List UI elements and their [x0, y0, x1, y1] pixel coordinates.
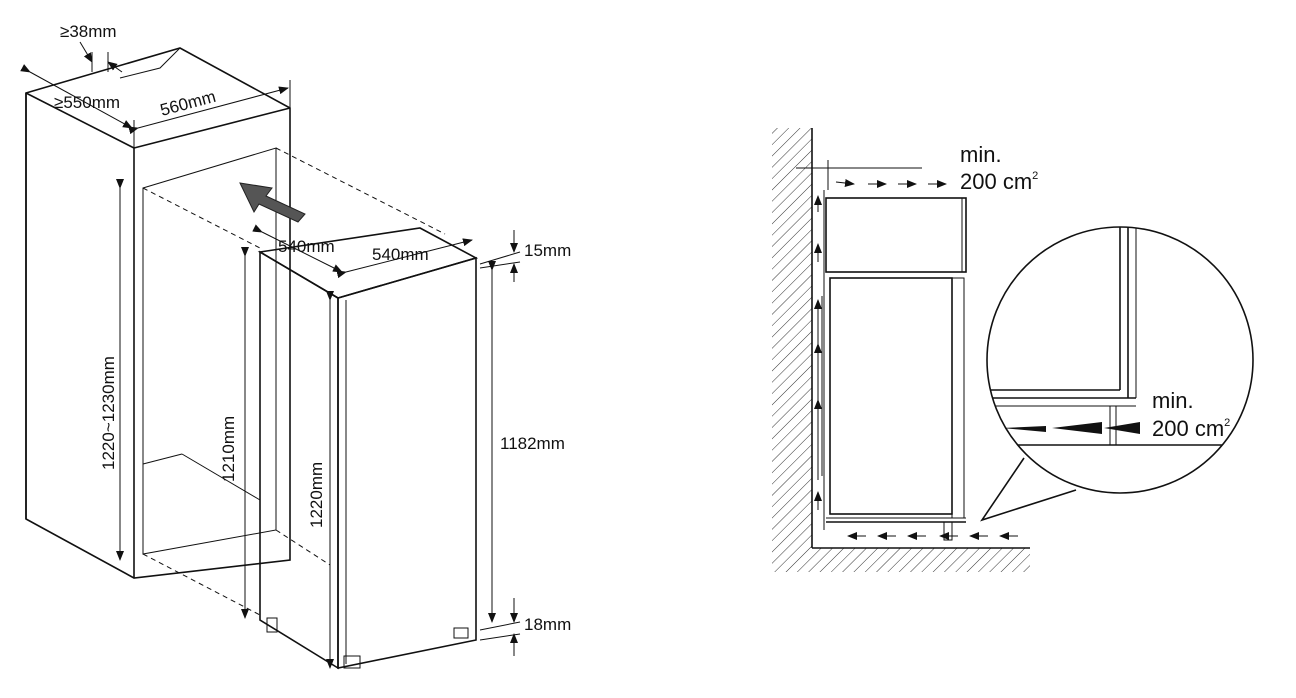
vent-bottom-area-label: 200 cm2 — [1152, 416, 1230, 441]
door-height-label: 1182mm — [500, 434, 565, 453]
built-in-unit — [796, 160, 967, 541]
appliance-depth-label: 540mm — [278, 237, 335, 256]
dimension-lines — [20, 41, 521, 669]
insert-direction-arrow — [239, 182, 306, 223]
appliance — [257, 227, 479, 670]
vent-top-area-label: 200 cm2 — [960, 169, 1038, 194]
vent-top-min-label: min. — [960, 142, 1002, 167]
appliance-width-label: 540mm — [372, 245, 429, 264]
vent-bottom-min-label: min. — [1152, 388, 1194, 413]
appliance-height-back-label: 1210mm — [219, 416, 238, 482]
airflow-arrows — [814, 179, 1018, 540]
wall-section — [772, 128, 1030, 572]
niche-cabinet — [25, 47, 446, 616]
appliance-height-label: 1220mm — [307, 462, 326, 528]
magnified-detail — [980, 226, 1254, 522]
gap-top-label: ≥38mm — [60, 22, 117, 41]
niche-depth-label: ≥550mm — [54, 93, 120, 112]
door-bottom-gap-label: 18mm — [524, 615, 571, 634]
niche-height-label: 1220~1230mm — [99, 356, 118, 470]
door-top-gap-label: 15mm — [524, 241, 571, 260]
